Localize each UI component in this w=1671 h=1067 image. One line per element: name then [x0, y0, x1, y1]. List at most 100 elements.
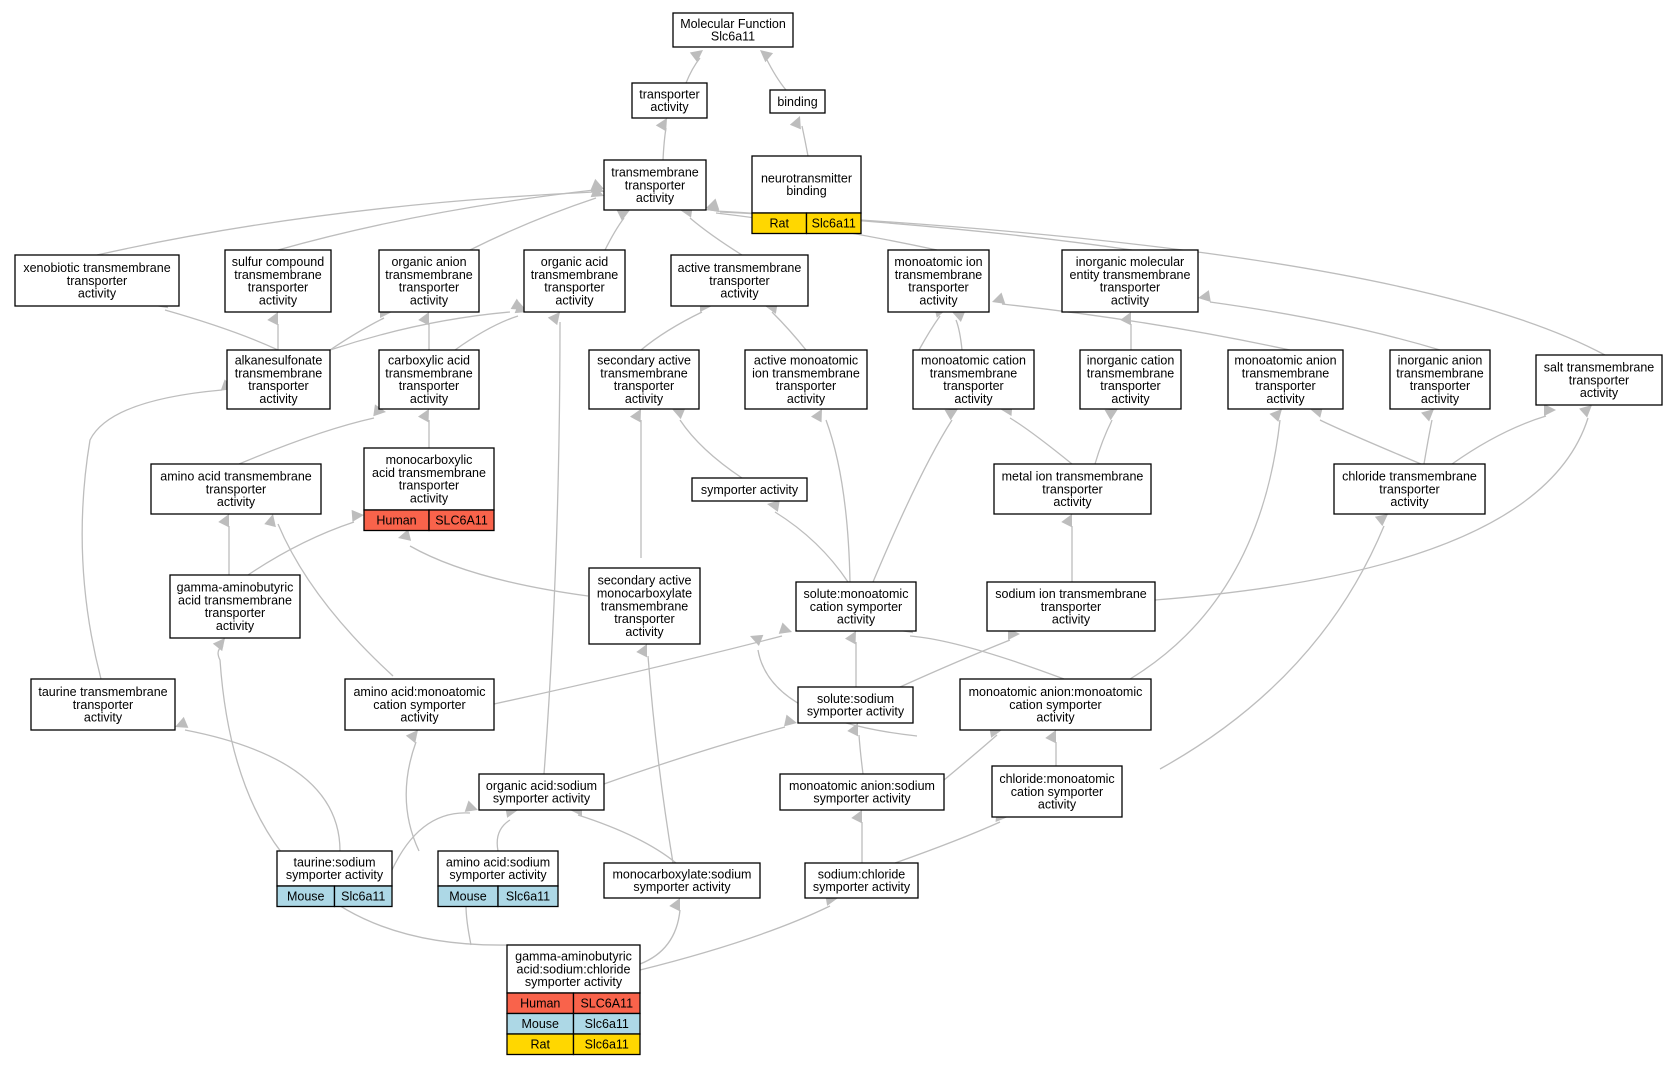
edge-line: [465, 905, 472, 946]
edge-line: [81, 389, 223, 680]
edge-line: [493, 635, 783, 705]
go-term-organic-anion[interactable]: organic aniontransmembranetransporteract…: [378, 249, 480, 313]
term-label-line: activity: [837, 613, 876, 627]
go-term-monoatomic-cation[interactable]: monoatomic cationtransmembranetransporte…: [912, 349, 1035, 410]
edge-61: [570, 804, 677, 864]
edge-66: [639, 898, 681, 965]
go-term-sodium-ion-tmt[interactable]: sodium ion transmembranetransporteractiv…: [986, 581, 1156, 632]
go-term-symporter[interactable]: symporter activity: [691, 477, 808, 502]
term-label-line: transmembrane: [1396, 366, 1484, 380]
go-term-monoatomic-anion[interactable]: monoatomic aniontransmembranetransporter…: [1227, 349, 1344, 410]
term-box: [523, 249, 626, 313]
go-term-inorganic-cation[interactable]: inorganic cationtransmembranetransporter…: [1079, 349, 1182, 410]
arrowhead: [1374, 514, 1388, 527]
term-label-line: monocarboxylate: [597, 587, 692, 601]
term-label-line: activity: [555, 294, 594, 308]
edge-63: [851, 810, 863, 863]
term-label-line: activity: [410, 294, 449, 308]
gene-symbol: Slc6a11: [585, 1038, 629, 1052]
edge-line: [899, 639, 1011, 688]
go-term-secondary-active[interactable]: secondary activetransmembranetransporter…: [588, 349, 700, 410]
go-term-inorganic-anion[interactable]: inorganic aniontransmembranetransportera…: [1389, 349, 1491, 410]
go-term-metal-ion[interactable]: metal ion transmembranetransporteractivi…: [993, 463, 1152, 515]
edge-51: [264, 514, 394, 677]
term-label-line: monoatomic anion: [1234, 354, 1336, 368]
term-label-line: transporter: [639, 87, 699, 101]
species-name: Mouse: [287, 890, 325, 904]
arrowhead: [810, 409, 822, 423]
term-label-line: transporter: [73, 698, 133, 712]
edge-line: [1423, 419, 1433, 465]
go-term-binding[interactable]: binding: [769, 89, 826, 114]
term-box: [378, 349, 480, 410]
go-term-secondary-monocarboxylate[interactable]: secondary activemonocarboxylatetransmemb…: [588, 567, 701, 645]
term-label-line: cation symporter: [373, 698, 465, 712]
term-label-line: symporter activity: [701, 483, 799, 497]
term-box: [691, 477, 808, 502]
term-label-line: transporter: [709, 274, 769, 288]
go-term-xeno[interactable]: xenobiotic transmembranetransporteractiv…: [14, 254, 180, 307]
edge-39: [1310, 406, 1422, 465]
edge-line: [164, 309, 279, 351]
edge-line: [1129, 419, 1281, 680]
edge-6: [469, 185, 604, 251]
go-term-monoatomic-ion[interactable]: monoatomic iontransmembranetransporterac…: [887, 249, 990, 313]
term-label-line: symporter activity: [493, 792, 591, 806]
term-box: [150, 463, 322, 515]
gene-cell: [497, 885, 559, 908]
term-box: [631, 82, 708, 119]
term-label-line: transmembrane: [1087, 366, 1175, 380]
edge-16: [418, 312, 430, 350]
go-term-gaba-sodium-chloride[interactable]: gamma-aminobutyricacid:sodium:chloridesy…: [506, 944, 641, 1056]
term-label-line: transmembrane: [930, 366, 1018, 380]
term-label-line: transmembrane: [601, 599, 689, 613]
edge-line: [801, 125, 809, 157]
go-term-alkanesulfonate[interactable]: alkanesulfonatetransmembranetransportera…: [226, 349, 331, 410]
arrowhead: [847, 723, 858, 737]
go-term-carboxylic[interactable]: carboxylic acidtransmembranetransportera…: [378, 349, 480, 410]
go-term-chloride-tmt[interactable]: chloride transmembranetransporteractivit…: [1333, 463, 1486, 515]
go-term-organic-acid[interactable]: organic acidtransmembranetransporteracti…: [523, 249, 626, 313]
edge-28: [247, 509, 364, 576]
term-label-line: symporter activity: [807, 705, 905, 719]
arrowhead: [373, 404, 386, 417]
arrowhead: [398, 529, 412, 541]
arrowhead: [590, 178, 604, 190]
go-term-amino-acid-tmt[interactable]: amino acid transmembranetransporteractiv…: [150, 463, 322, 515]
edge-line: [689, 217, 743, 256]
arrowhead: [778, 622, 792, 634]
arrowhead: [851, 810, 862, 824]
edge-line: [329, 317, 385, 351]
arrowhead: [175, 716, 189, 728]
term-label-line: activity: [1052, 613, 1091, 627]
term-label-line: taurine transmembrane: [38, 685, 167, 699]
term-label-line: binding: [786, 184, 826, 198]
term-label-line: transporter: [67, 274, 127, 288]
term-box: [363, 447, 495, 511]
go-term-sulfur[interactable]: sulfur compoundtransmembranetransportera…: [224, 249, 332, 313]
edge-line: [662, 127, 667, 161]
gene-cell: [805, 212, 862, 235]
